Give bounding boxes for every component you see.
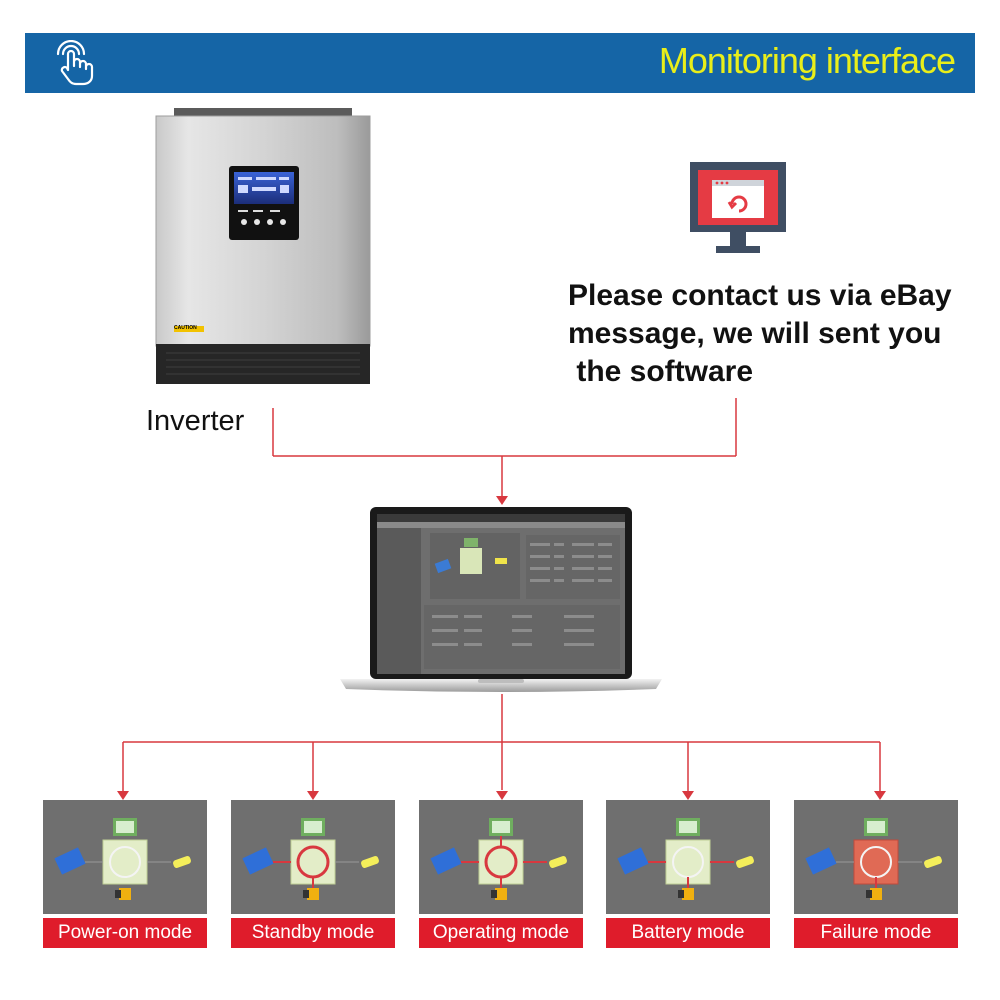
power-flow-diagram-icon bbox=[54, 818, 191, 900]
monitor-refresh-icon bbox=[690, 162, 786, 253]
arrow-head bbox=[874, 791, 886, 800]
header-title: Monitoring interface bbox=[658, 40, 956, 81]
mode-card-standby: Standby mode bbox=[231, 800, 395, 948]
hand-pointer-icon bbox=[56, 40, 94, 86]
mode-diagram bbox=[419, 800, 583, 914]
mode-label: Battery mode bbox=[606, 918, 770, 948]
contact-line: Please contact us via eBay bbox=[568, 279, 952, 312]
mode-label: Failure mode bbox=[794, 918, 958, 948]
mode-label: Operating mode bbox=[419, 918, 583, 948]
inverter-caution-label: CAUTION bbox=[174, 325, 197, 331]
mode-card-power-on: Power-on mode bbox=[43, 800, 207, 948]
inverter-label: Inverter bbox=[146, 405, 245, 437]
arrow-head bbox=[682, 791, 694, 800]
power-flow-diagram-icon bbox=[242, 818, 379, 900]
mode-diagram bbox=[231, 800, 395, 914]
contact-line: message, we will sent you bbox=[568, 317, 942, 350]
power-flow-diagram-icon bbox=[805, 818, 942, 900]
mode-label: Standby mode bbox=[231, 918, 395, 948]
laptop-image bbox=[340, 507, 662, 692]
contact-line: the software bbox=[568, 355, 754, 388]
power-flow-diagram-icon bbox=[430, 818, 567, 900]
arrow-head bbox=[307, 791, 319, 800]
mode-diagram bbox=[794, 800, 958, 914]
inverter-image bbox=[155, 108, 371, 384]
mode-label: Power-on mode bbox=[43, 918, 207, 948]
mode-card-battery: Battery mode bbox=[606, 800, 770, 948]
mode-card-operating: Operating mode bbox=[419, 800, 583, 948]
power-flow-diagram-icon bbox=[617, 818, 754, 900]
mode-diagram bbox=[43, 800, 207, 914]
contact-message: Please contact us via eBay message, we w… bbox=[568, 277, 988, 391]
arrow-head bbox=[496, 791, 508, 800]
mode-card-failure: Failure mode bbox=[794, 800, 958, 948]
arrow-head bbox=[117, 791, 129, 800]
arrow-head bbox=[496, 496, 508, 505]
header-bar: Monitoring interface bbox=[25, 33, 975, 93]
mode-diagram bbox=[606, 800, 770, 914]
